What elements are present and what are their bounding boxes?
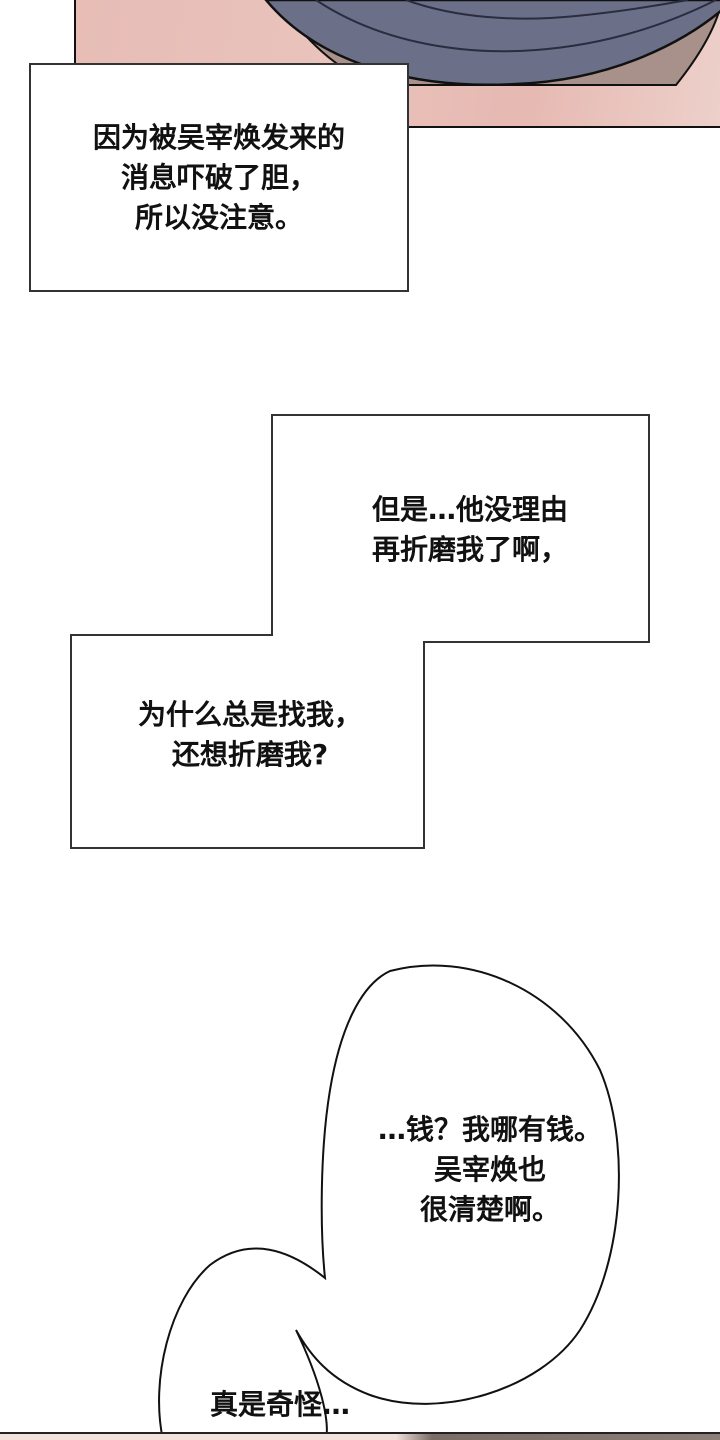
bottom-art-panel xyxy=(0,1432,720,1440)
narration-caption-3: 为什么总是找我， 还想折磨我? xyxy=(137,698,362,771)
narration-caption-2: 但是…他没理由 再折磨我了啊， xyxy=(371,493,568,566)
narration-caption-1: 因为被吴宰焕发来的 消息吓破了胆， 所以没注意。 xyxy=(29,63,409,292)
caption-text: 因为被吴宰焕发来的 消息吓破了胆， 所以没注意。 xyxy=(92,120,345,234)
speech-bubble-1: …钱？我哪有钱。 吴宰焕也 很清楚啊。 xyxy=(377,1113,602,1226)
speech-bubble-2: 真是奇怪… xyxy=(209,1388,350,1421)
